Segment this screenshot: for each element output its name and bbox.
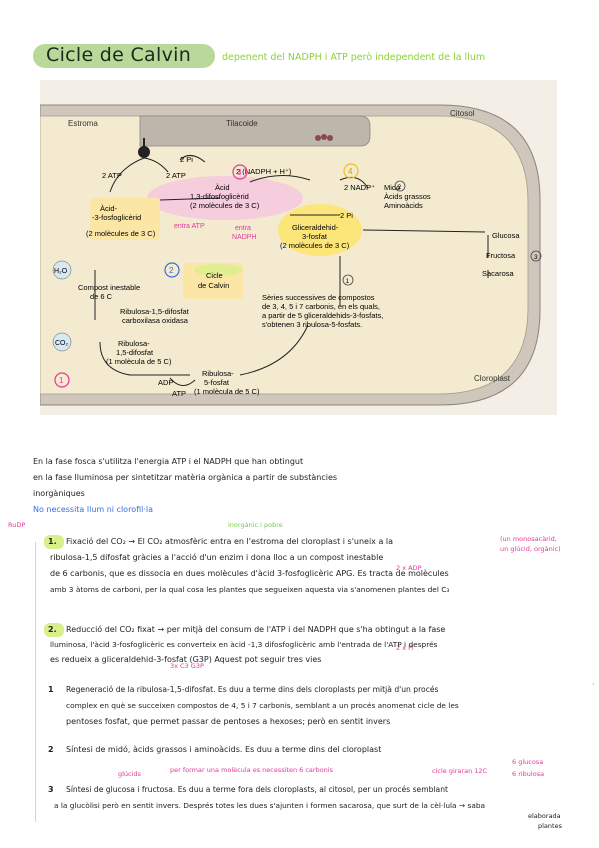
svg-text:2: 2	[169, 266, 174, 275]
sub-1-line-3: pentoses fosfat, que permet passar de pe…	[66, 717, 391, 726]
svg-text:Compost inestable: Compost inestable	[78, 283, 140, 292]
svg-text:(2 molècules de 3 C): (2 molècules de 3 C)	[280, 241, 350, 250]
section-1-line-1: Fixació del CO₂ → El CO₂ atmosfèric entr…	[66, 537, 394, 546]
svg-text:Glucosa: Glucosa	[492, 231, 520, 240]
cloroplast-label: Cloroplast	[474, 374, 511, 383]
stroma-area	[40, 115, 529, 395]
bpg-highlight	[147, 176, 303, 220]
page-title: Cicle de Calvin	[46, 44, 192, 66]
title-highlight	[33, 44, 215, 68]
svg-text:Sacarosa: Sacarosa	[482, 269, 515, 278]
svg-text:Àcid-: Àcid-	[100, 204, 118, 213]
section-1-line-2: ribulosa-1,5 difosfat gràcies a l'acció …	[50, 553, 384, 562]
svg-text:a partir de 5 gliceraldehids-3: a partir de 5 gliceraldehids-3-fosfats,	[262, 311, 383, 320]
svg-text:Gliceraldehid-: Gliceraldehid-	[292, 223, 339, 232]
adp-small-note: 2 x Pi	[396, 644, 414, 652]
section-1-line-3: de 6 carbonis, que es dissocia en dues m…	[50, 569, 449, 578]
svg-text:1: 1	[59, 376, 64, 385]
svg-text:s'obtenen 3 ribulosa-5-fosfats: s'obtenen 3 ribulosa-5-fosfats.	[262, 320, 362, 329]
calvin-cycle-diagram: Estroma Tilacoide Citosol Cloroplast	[40, 80, 557, 415]
step-3-circle	[232, 164, 248, 180]
intro-line-2: en la fase lluminosa per sintetitzar mat…	[33, 473, 338, 482]
svg-text:Àcid: Àcid	[215, 183, 230, 192]
svg-text:Ribulosa-1,5-difosfat: Ribulosa-1,5-difosfat	[120, 307, 190, 316]
step-4-circle	[343, 163, 359, 179]
monosacarid-note-2: un glúcid, orgànic)	[500, 545, 561, 553]
svg-text:entra: entra	[235, 225, 251, 232]
svg-text:3: 3	[534, 254, 538, 261]
svg-text:2: 2	[398, 184, 402, 191]
svg-text:3-fosfat: 3-fosfat	[302, 232, 328, 241]
step-1-circle	[54, 372, 70, 388]
svg-text:1,5-difosfat: 1,5-difosfat	[116, 348, 154, 357]
rudp-note: RuDP	[8, 521, 26, 529]
svg-text:Sèries successives de composto: Sèries successives de compostos	[262, 293, 375, 302]
svg-text:2 Pi: 2 Pi	[340, 211, 353, 220]
atp-synthase	[138, 146, 150, 158]
svg-text:Midó: Midó	[384, 183, 400, 192]
svg-text:ATP: ATP	[172, 389, 186, 398]
svg-text:1,3-difosfoglicèrid: 1,3-difosfoglicèrid	[190, 192, 249, 201]
cycle-box	[90, 198, 160, 240]
step-2-circle	[164, 262, 180, 278]
svg-text:CO₂: CO₂	[55, 340, 69, 347]
svg-text:de Calvin: de Calvin	[198, 281, 229, 290]
svg-text:NADPH: NADPH	[232, 234, 257, 241]
svg-text:Aminoàcids: Aminoàcids	[384, 201, 423, 210]
section-2-line-2: lluminosa, l'àcid 3-fosfoglicèric es con…	[50, 640, 438, 649]
thylakoid	[139, 115, 371, 147]
svg-text:Fructosa: Fructosa	[486, 251, 516, 260]
sub-3-line-1: Síntesi de glucosa i fructosa. Es duu a …	[66, 785, 448, 794]
svg-text:de 6 C: de 6 C	[90, 292, 113, 301]
margin-line	[35, 542, 36, 822]
svg-text:Cicle: Cicle	[206, 271, 223, 280]
svg-text:(1 molècula de 5 C): (1 molècula de 5 C)	[194, 387, 260, 396]
svg-text:3: 3	[237, 168, 242, 177]
page-subtitle: depenent del NADPH i ATP però independen…	[222, 52, 486, 63]
svg-text:2 Pi: 2 Pi	[180, 155, 193, 164]
intro-line-1: En la fase fosca s'utilitza l'energia AT…	[33, 457, 304, 466]
svg-text:Àcids grassos: Àcids grassos	[384, 192, 431, 201]
svg-text:Ribulosa-: Ribulosa-	[202, 369, 234, 378]
svg-text:(2 molècules de 3 C): (2 molècules de 3 C)	[86, 229, 156, 238]
monosacarid-note-1: (un monosacàrid,	[500, 535, 557, 543]
sub-3-line-2: a la glucòlisi però en sentit invers. De…	[54, 801, 486, 810]
svg-text:Ribulosa-: Ribulosa-	[118, 339, 150, 348]
svg-text:(1 molècula de 5 C): (1 molècula de 5 C)	[106, 357, 172, 366]
svg-text:4: 4	[348, 167, 353, 176]
svg-text:2 ATP: 2 ATP	[102, 171, 122, 180]
svg-text:entra ATP: entra ATP	[174, 223, 205, 230]
svg-text:(2 molècules de 3 C): (2 molècules de 3 C)	[190, 201, 260, 210]
svg-text:-3-fosfoglicèrid: -3-fosfoglicèrid	[92, 213, 141, 222]
sub-1-line-1: Regeneració de la ribulosa-1,5-difosfat.…	[66, 685, 439, 694]
svg-text:5-fosfat: 5-fosfat	[204, 378, 230, 387]
sub-2-line-1: Síntesi de midó, àcids grassos i aminoàc…	[66, 745, 382, 754]
g3p-highlight	[278, 204, 362, 256]
svg-text:H₂O: H₂O	[54, 268, 68, 275]
tilacoide-label: Tilacoide	[226, 119, 258, 128]
estroma-label: Estroma	[68, 119, 98, 128]
intro-line-3: inorgàniques	[33, 489, 85, 498]
section-1-line-4: amb 3 àtoms de carboni, per la qual cosa…	[50, 585, 450, 594]
svg-text:carboxilasa oxidasa: carboxilasa oxidasa	[122, 316, 189, 325]
intro-line-4: No necessita llum ni clorofil·la	[33, 505, 154, 514]
section-2-line-1: Reducció del CO₂ fixat → per mitjà del c…	[66, 625, 446, 634]
section-2-line-3: es redueix a gliceraldehid-3-fosfat (G3P…	[50, 655, 322, 664]
svg-text:ADP: ADP	[158, 378, 173, 387]
svg-text:2 (NADPH + H⁺): 2 (NADPH + H⁺)	[236, 167, 292, 176]
atp-small-note: 2 x ADP	[396, 564, 422, 572]
sub-1-line-2: complex en què se succeixen compostos de…	[66, 701, 459, 710]
svg-text:2 ATP: 2 ATP	[166, 171, 186, 180]
svg-text:2 NADP⁺: 2 NADP⁺	[344, 183, 375, 192]
svg-text:de 3, 4, 5 i 7 carbonis, en el: de 3, 4, 5 i 7 carbonis, en els quals,	[262, 302, 380, 311]
inorganic-note: inorgànic i pobre	[228, 521, 283, 529]
svg-text:1: 1	[346, 278, 350, 285]
citosol-label: Citosol	[450, 109, 475, 118]
